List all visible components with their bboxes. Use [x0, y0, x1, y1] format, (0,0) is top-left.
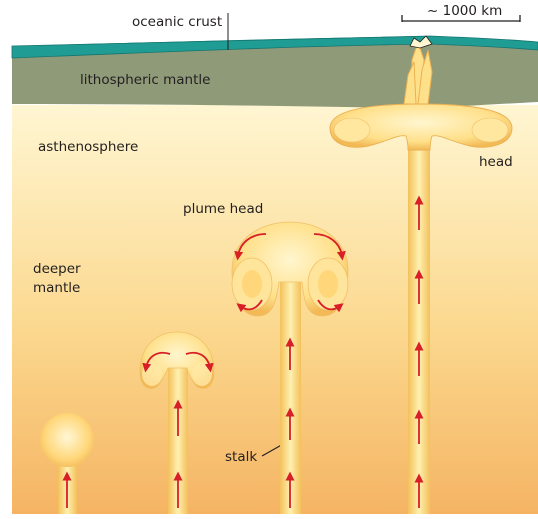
- deeper-mantle-label-line1: deeper: [33, 261, 81, 277]
- oceanic-crust-label: oceanic crust: [132, 14, 222, 30]
- deeper-mantle-label-line2: mantle: [33, 280, 80, 296]
- head-label: head: [479, 154, 513, 170]
- mantle-layer: [12, 105, 538, 514]
- plume-head-label: plume head: [183, 201, 263, 217]
- plume-stage-3-stalk: [280, 255, 301, 514]
- stalk-label: stalk: [225, 449, 257, 465]
- lithospheric-mantle-label: lithospheric mantle: [80, 72, 210, 88]
- asthenosphere-label: asthenosphere: [38, 139, 138, 155]
- scale-bar-label: ~ 1000 km: [427, 3, 502, 19]
- scale-bar: ~ 1000 km: [402, 3, 520, 22]
- plume-stage-1-ball: [40, 413, 94, 467]
